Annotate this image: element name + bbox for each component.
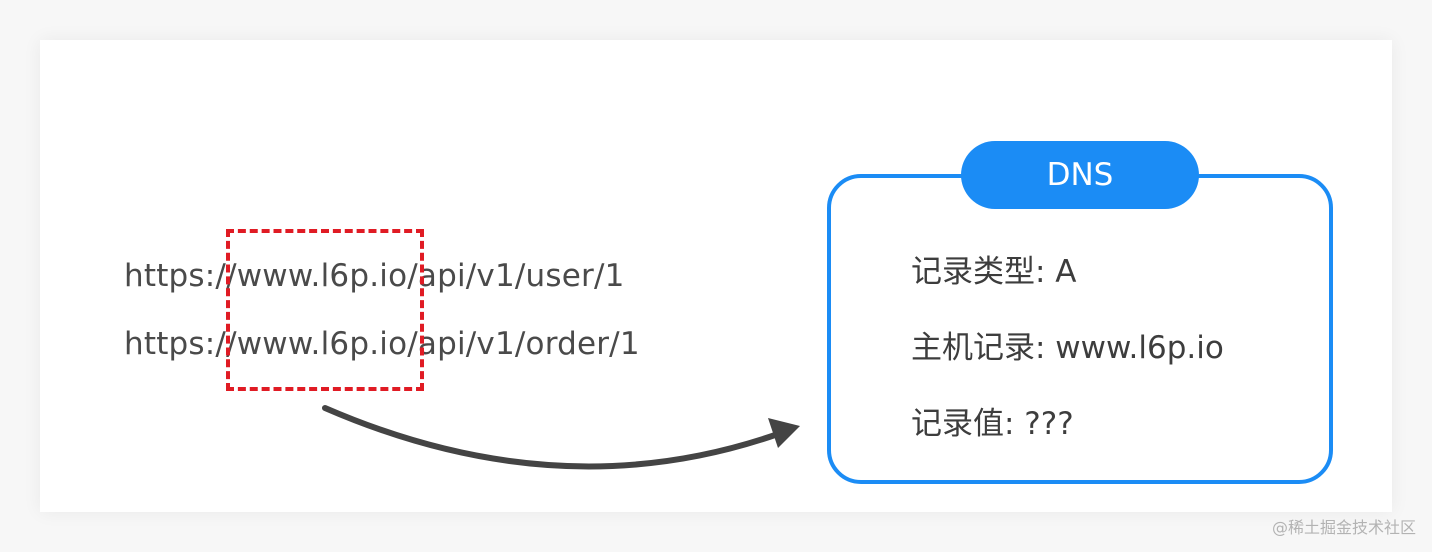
arrow-head: [768, 418, 800, 448]
domain-highlight-box: [226, 229, 424, 391]
url-order: https://www.l6p.io/api/v1/order/1: [124, 326, 640, 362]
url-user: https://www.l6p.io/api/v1/user/1: [124, 258, 625, 294]
dns-title-pill: DNS: [961, 141, 1199, 209]
dns-record-value: 记录值: ???: [911, 406, 1074, 442]
dns-record-type: 记录类型: A: [911, 254, 1077, 290]
dns-panel: [827, 174, 1333, 484]
dns-host-record: 主机记录: www.l6p.io: [911, 330, 1224, 366]
arrow-curve: [322, 405, 781, 470]
watermark: @稀土掘金技术社区: [1271, 518, 1416, 537]
